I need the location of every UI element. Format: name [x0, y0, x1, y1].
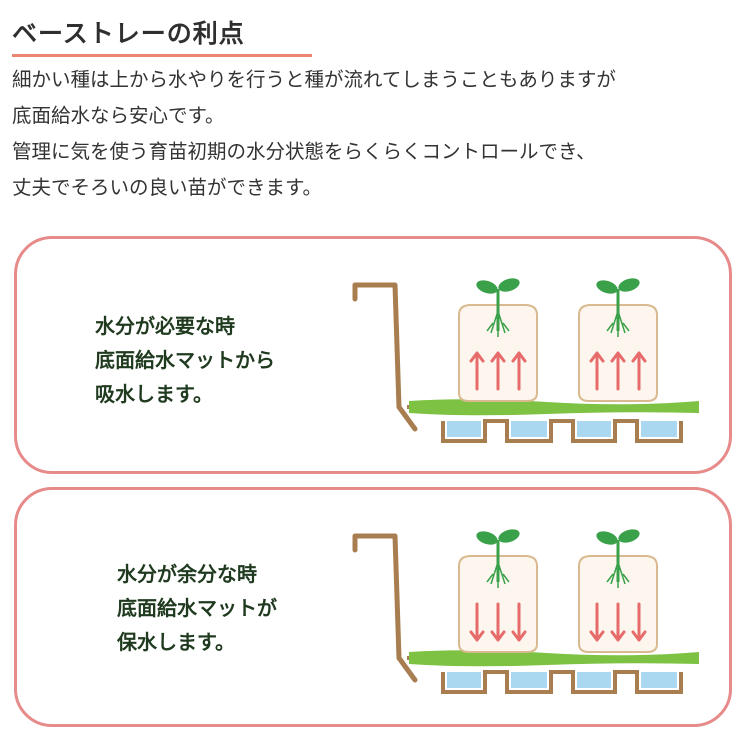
card-line: 水分が必要な時 — [95, 314, 235, 338]
water-reservoirs — [447, 672, 677, 688]
watering-mat — [409, 399, 699, 416]
retain-card: 水分が余分な時 底面給水マットが 保水します。 — [14, 487, 732, 727]
water-reservoirs — [447, 421, 677, 437]
retain-card-text: 水分が余分な時 底面給水マットが 保水します。 — [117, 557, 277, 659]
seedling-pot-2 — [578, 278, 658, 402]
tray-illustration — [352, 529, 699, 694]
card-line: 底面給水マットが — [117, 596, 277, 620]
card-line: 保水します。 — [117, 630, 235, 654]
heading-underline — [12, 54, 312, 57]
absorb-card: 水分が必要な時 底面給水マットから 吸水します。 — [14, 236, 732, 474]
absorb-card-text: 水分が必要な時 底面給水マットから 吸水します。 — [95, 309, 275, 411]
intro-line: 管理に気を使う育苗初期の水分状態をらくらくコントロールでき、 — [12, 140, 596, 163]
seedling-pot-1 — [458, 278, 538, 402]
intro-line: 底面給水なら安心です。 — [12, 104, 225, 127]
intro-line: 細かい種は上から水やりを行うと種が流れてしまうこともありますが — [12, 68, 616, 91]
seedling-pot-2 — [578, 529, 658, 653]
intro-paragraph: 細かい種は上から水やりを行うと種が流れてしまうこともありますが 底面給水なら安心… — [12, 62, 742, 206]
tray-illustration — [352, 278, 699, 443]
watering-mat — [409, 650, 699, 667]
intro-line: 丈夫でそろいの良い苗ができます。 — [12, 176, 323, 199]
seedling-pot-1 — [458, 529, 538, 653]
card-line: 吸水します。 — [95, 382, 213, 406]
card-line: 底面給水マットから — [95, 348, 275, 372]
page-heading: ベーストレーの利点 — [12, 19, 245, 48]
card-line: 水分が余分な時 — [117, 562, 257, 586]
